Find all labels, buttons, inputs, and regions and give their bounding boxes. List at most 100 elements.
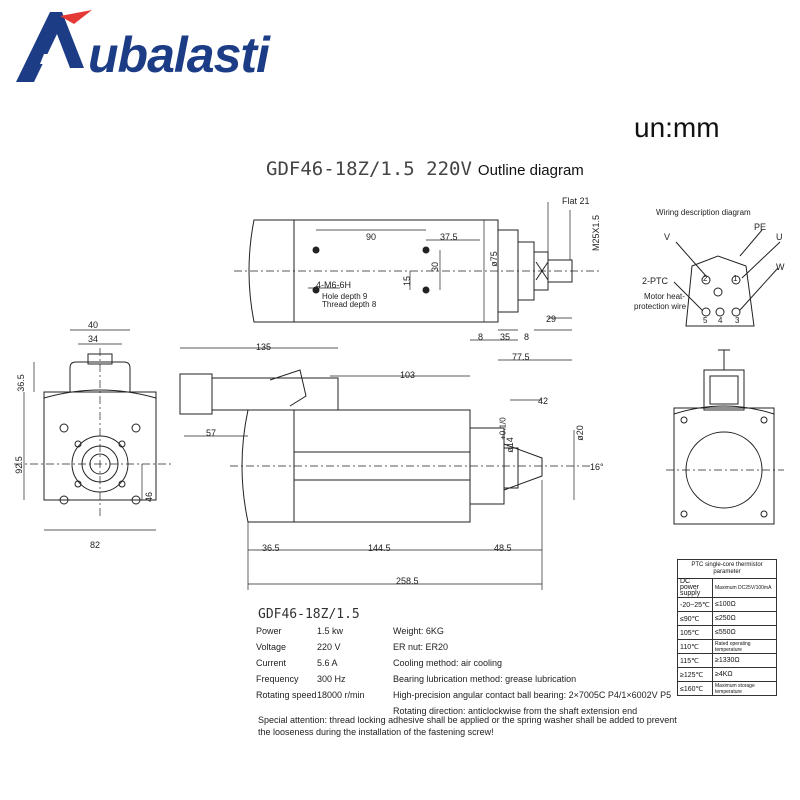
spec-row: Rotating direction: anticlockwise from t… bbox=[256, 704, 671, 720]
dim-8b: 8 bbox=[524, 332, 530, 342]
dim-258-5: 258.5 bbox=[396, 576, 419, 586]
ptc-temp: 105℃ bbox=[677, 625, 713, 640]
spec-value: 5.6 A bbox=[317, 658, 338, 668]
pin-3: 3 bbox=[735, 316, 740, 325]
special-attention: Special attention: thread locking adhesi… bbox=[258, 715, 677, 737]
dim-42: 42 bbox=[538, 396, 549, 406]
dim-30: 30 bbox=[430, 261, 441, 273]
spec-model: GDF46-18Z/1.5 bbox=[258, 607, 360, 622]
dim-48-5: 48.5 bbox=[494, 543, 512, 553]
dim-34: 34 bbox=[88, 334, 99, 344]
title-model: GDF46-18Z/1.5 220V bbox=[266, 158, 472, 180]
diagram-title: GDF46-18Z/1.5 220V Outline diagram bbox=[266, 158, 584, 180]
ptc-value: ≤250Ω bbox=[712, 611, 777, 626]
spec-key: Frequency bbox=[256, 674, 299, 684]
top-view-drawing bbox=[234, 202, 600, 361]
ptc-row: ≤90℃≤250Ω bbox=[677, 611, 777, 626]
spec-row: Power 1.5 kw Weight: 6KG bbox=[256, 624, 671, 640]
spec-value: 1.5 kw bbox=[317, 626, 344, 636]
ptc-row: 105℃≤550Ω bbox=[677, 625, 777, 640]
ptc-table: PTC single-core thermistor parameter DC … bbox=[677, 559, 777, 696]
ptc-value: ≤100Ω bbox=[712, 597, 777, 612]
dim-36-5-side: 36.5 bbox=[262, 543, 280, 553]
wire-motor-2: protection wire bbox=[634, 302, 687, 311]
ptc-row: -20~25℃≤100Ω bbox=[677, 597, 777, 612]
wire-u: U bbox=[776, 232, 783, 242]
wire-ptc: 2-PTC bbox=[642, 276, 669, 286]
ptc-value: ≥4KΩ bbox=[712, 667, 777, 682]
dim-37-5: 37.5 bbox=[440, 232, 458, 242]
front-view-drawing bbox=[14, 329, 174, 531]
dim-29: 29 bbox=[546, 314, 557, 324]
wire-w: W bbox=[776, 262, 785, 272]
title-text: Outline diagram bbox=[477, 162, 584, 179]
spec-value: 220 V bbox=[317, 642, 341, 652]
ptc-row: 115℃≥1330Ω bbox=[677, 653, 777, 668]
ptc-sub-key: DC power supply bbox=[677, 578, 713, 598]
ptc-temp: 110℃ bbox=[677, 639, 713, 654]
thread-depth: Thread depth 8 bbox=[322, 300, 377, 309]
ptc-temp: 115℃ bbox=[677, 653, 713, 668]
spec-detail: ER nut: ER20 bbox=[393, 642, 449, 652]
spec-detail: Rotating direction: anticlockwise from t… bbox=[393, 706, 638, 716]
dim-103: 103 bbox=[400, 370, 416, 380]
dim-135: 135 bbox=[256, 342, 272, 352]
unit-label: un:mm bbox=[634, 112, 720, 143]
ptc-sub-value: Maximum DC25V/100mA bbox=[712, 578, 777, 598]
rear-view-drawing bbox=[666, 349, 784, 525]
spec-key: Current bbox=[256, 658, 287, 668]
dim-8a: 8 bbox=[478, 332, 484, 342]
ptc-temp: ≥125℃ bbox=[677, 667, 713, 682]
spec-key: Voltage bbox=[256, 642, 287, 652]
ptc-value: Maximum storage temperature bbox=[712, 681, 777, 696]
spec-detail: Weight: 6KG bbox=[393, 626, 444, 636]
pin-2: 2 bbox=[703, 274, 708, 283]
hole-label: 4-M6-6H bbox=[316, 280, 352, 290]
wire-v: V bbox=[664, 232, 671, 242]
spec-value: 300 Hz bbox=[317, 674, 346, 684]
side-view-drawing bbox=[179, 347, 590, 590]
dim-90: 90 bbox=[366, 232, 377, 242]
dim-77-5: 77.5 bbox=[512, 352, 530, 362]
brand-name: ubalasti bbox=[88, 27, 270, 83]
ptc-temp: ≤90℃ bbox=[677, 611, 713, 626]
dim-46: 46 bbox=[144, 491, 155, 503]
spec-key: Power bbox=[256, 626, 282, 636]
wire-motor-1: Motor heat- bbox=[644, 292, 685, 301]
spec-row: Current 5.6 A Cooling method: air cooling bbox=[256, 656, 671, 672]
ptc-temp: -20~25℃ bbox=[677, 597, 713, 612]
pin-5: 5 bbox=[703, 316, 708, 325]
ptc-value: Rated operating temperature bbox=[712, 639, 777, 654]
ptc-value: ≥1330Ω bbox=[712, 653, 777, 668]
pin-1: 1 bbox=[733, 274, 738, 283]
ptc-row: ≥125℃≥4KΩ bbox=[677, 667, 777, 682]
ptc-header: PTC single-core thermistor parameter bbox=[677, 559, 777, 579]
wiring-diagram bbox=[673, 229, 781, 327]
wiring-title: Wiring description diagram bbox=[656, 208, 751, 217]
dim-57: 57 bbox=[206, 428, 217, 438]
spec-table: Power 1.5 kw Weight: 6KG Voltage 220 V ER nu… bbox=[256, 624, 671, 720]
spec-detail: High-precision angular contact ball bear… bbox=[393, 690, 672, 700]
wire-pe: PE bbox=[754, 222, 767, 232]
dim-tolerance: +0.1/0 bbox=[498, 417, 508, 440]
dim-92-5: 92.5 bbox=[13, 456, 24, 474]
dim-35: 35 bbox=[500, 332, 511, 342]
dim-36-5-front: 36.5 bbox=[15, 374, 26, 392]
dim-phi-20: ø20 bbox=[574, 425, 585, 441]
pin-4: 4 bbox=[718, 316, 723, 325]
hole-depth: Hole depth 9 bbox=[322, 292, 368, 301]
dim-flat-21: Flat 21 bbox=[562, 196, 590, 206]
dim-144-5: 144.5 bbox=[368, 543, 391, 553]
spec-row: Frequency 300 Hz Bearing lubrication metho… bbox=[256, 672, 671, 688]
spec-key: Rotating speed bbox=[256, 690, 317, 700]
brand-logo-a-icon bbox=[16, 10, 92, 82]
dim-16-deg: 16° bbox=[590, 462, 604, 472]
dim-40: 40 bbox=[88, 320, 99, 330]
ptc-value: ≤550Ω bbox=[712, 625, 777, 640]
spec-detail: Bearing lubrication method: grease lubri… bbox=[393, 674, 577, 684]
spec-detail: Cooling method: air cooling bbox=[393, 658, 503, 668]
spec-row: Voltage 220 V ER nut: ER20 bbox=[256, 640, 671, 656]
